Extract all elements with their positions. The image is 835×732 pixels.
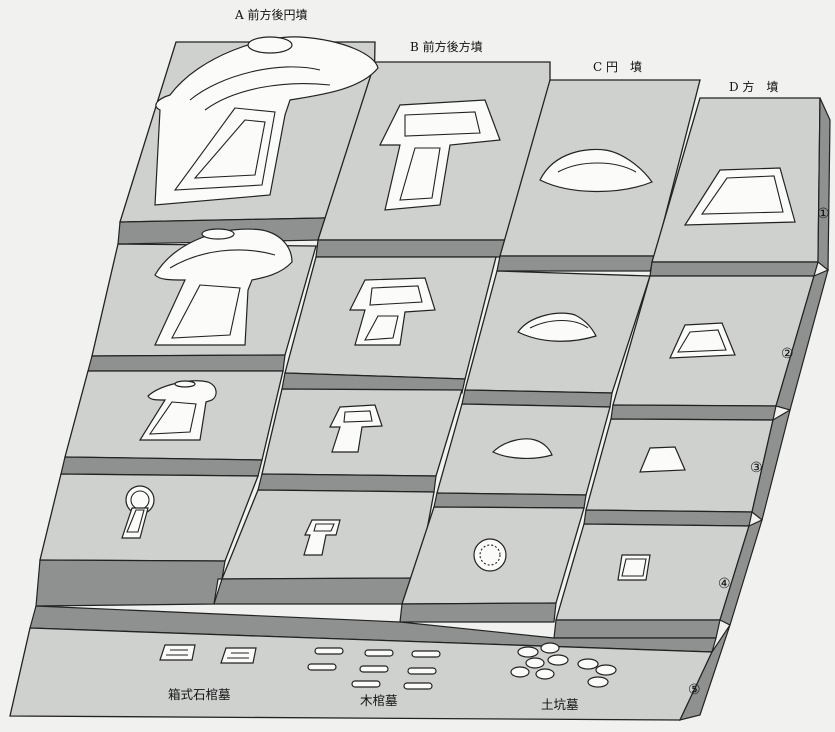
block-c4-side	[400, 603, 556, 622]
round-mound-c4	[474, 539, 506, 571]
block-b3-side	[258, 474, 436, 492]
square-mound-d4	[618, 555, 650, 580]
tier-number-4: ④	[718, 576, 731, 592]
block-d1-side	[650, 262, 818, 276]
block-b3	[262, 389, 462, 476]
tier-number-5: ⑤	[688, 682, 701, 698]
tier-number-2: ②	[781, 346, 794, 362]
label-box-stone-coffin: 箱式石棺墓	[168, 684, 231, 703]
block-c1-side	[497, 256, 655, 271]
block-b4-side	[214, 578, 418, 604]
column-label-b: B 前方後方墳	[410, 38, 483, 55]
column-label-c: C 円 墳	[593, 58, 642, 75]
right-face-1	[818, 98, 830, 270]
block-a3-side	[61, 457, 262, 476]
label-wooden-coffin: 木棺墓	[360, 690, 398, 709]
tier-number-3: ③	[750, 460, 763, 476]
block-a2-side	[88, 355, 285, 371]
column-label-a: A 前方後円墳	[235, 6, 307, 23]
block-d3-side	[584, 510, 752, 526]
tier-number-1: ①	[817, 206, 830, 222]
block-d2-side	[611, 405, 776, 420]
label-earthen-pit: 土坑墓	[541, 694, 579, 713]
column-label-d: D 方 墳	[729, 78, 778, 95]
block-d4-side	[554, 620, 720, 638]
block-a4	[40, 474, 258, 561]
block-d4	[556, 524, 749, 620]
block-c3-side	[434, 493, 586, 508]
block-a4-side	[36, 560, 225, 606]
